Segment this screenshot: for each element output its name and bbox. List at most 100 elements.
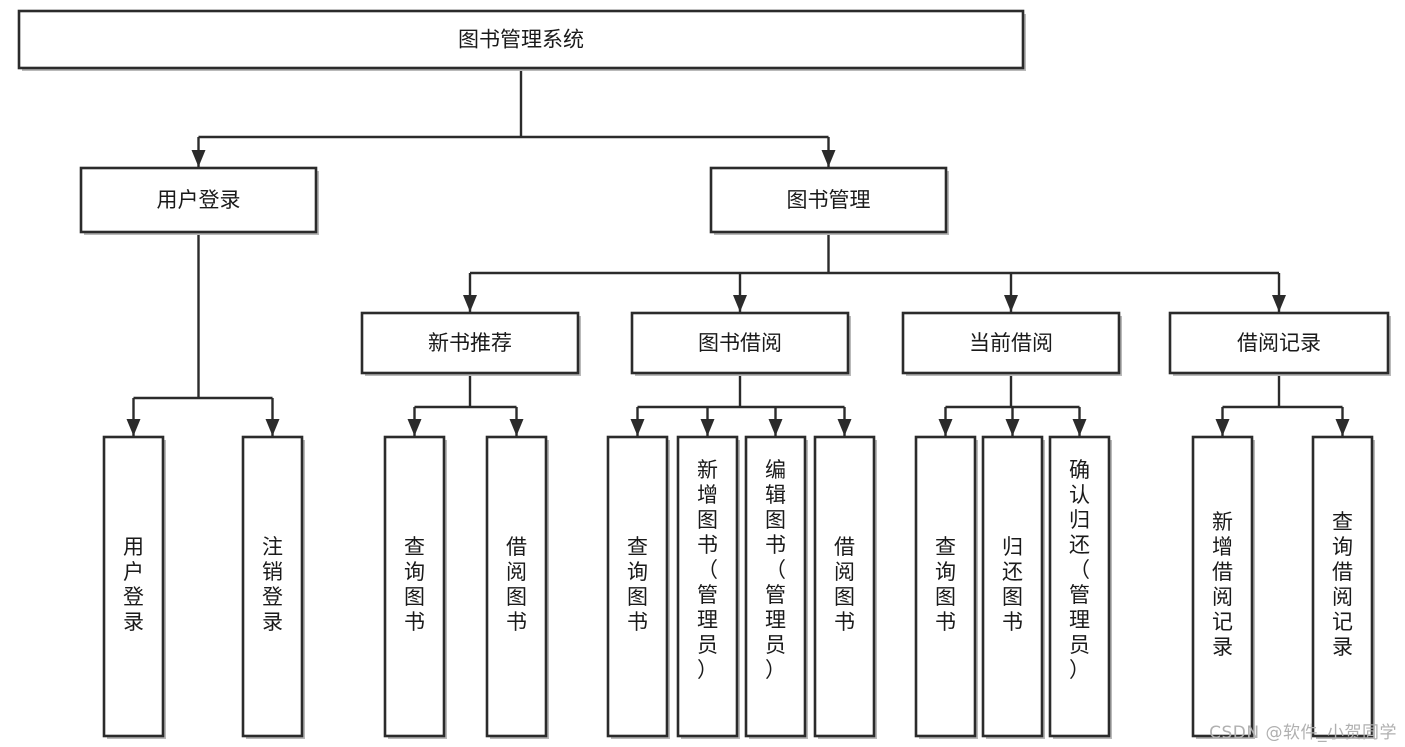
- node-rect[interactable]: [709, 166, 948, 234]
- arrow-head-icon: [1005, 419, 1020, 436]
- node-label-char: 书: [834, 610, 855, 634]
- node-label-char: 图: [404, 585, 425, 609]
- node-新书推荐[interactable]: 新书推荐: [360, 311, 581, 376]
- node-label-char: 记: [1212, 610, 1233, 634]
- node-rect[interactable]: [1048, 435, 1111, 738]
- node-label-char: 图: [765, 508, 786, 532]
- arrow-head-icon: [938, 419, 953, 436]
- arrow-head-icon: [733, 295, 747, 312]
- node-label: 当前借阅: [969, 331, 1053, 355]
- node-label-char: 图: [935, 585, 956, 609]
- node-rect[interactable]: [360, 311, 580, 375]
- arrow-head-icon: [463, 295, 477, 312]
- node-rect[interactable]: [744, 435, 807, 738]
- node-rect[interactable]: [901, 311, 1121, 375]
- node-rect[interactable]: [630, 311, 850, 375]
- node-label-char: 员: [1069, 633, 1090, 657]
- node-label-char: 编: [765, 458, 786, 482]
- node-用户登录-leaf[interactable]: 用户登录: [102, 435, 166, 739]
- node-图书借阅[interactable]: 图书借阅: [630, 311, 851, 376]
- arrow-head-icon: [1072, 419, 1087, 436]
- node-label-char: 管: [697, 583, 718, 607]
- arrow-head-icon: [126, 419, 141, 436]
- node-label-char: 增: [697, 483, 718, 507]
- node-借阅记录[interactable]: 借阅记录: [1168, 311, 1391, 376]
- node-label: 用户登录: [157, 188, 241, 212]
- node-label-char: 记: [1332, 610, 1353, 634]
- node-rect[interactable]: [676, 435, 739, 738]
- node-用户登录[interactable]: 用户登录: [79, 166, 319, 235]
- node-label-char: ）: [1069, 658, 1090, 682]
- node-label: 图书管理系统: [458, 28, 584, 52]
- node-rect[interactable]: [241, 435, 304, 738]
- node-label-char: 新: [1212, 510, 1233, 534]
- node-label-char: 书: [935, 610, 956, 634]
- node-label-char: 借: [506, 535, 527, 559]
- arrow-head-icon: [700, 419, 715, 436]
- node-rect[interactable]: [813, 435, 876, 738]
- node-rect[interactable]: [102, 435, 165, 738]
- arrow-head-icon: [1335, 419, 1350, 436]
- node-label-char: 阅: [1212, 585, 1233, 609]
- node-rect[interactable]: [1191, 435, 1254, 738]
- node-rect[interactable]: [79, 166, 318, 234]
- node-label-char: 图: [506, 585, 527, 609]
- arrow-head-icon: [407, 419, 422, 436]
- node-label-char: 登: [262, 585, 283, 609]
- node-图书管理[interactable]: 图书管理: [709, 166, 949, 235]
- node-label-char: 书: [1002, 610, 1023, 634]
- node-label-char: ）: [697, 658, 718, 682]
- node-label-char: 查: [935, 535, 956, 559]
- node-label: 借阅记录: [1237, 331, 1321, 355]
- arrow-head-icon: [1004, 295, 1018, 312]
- node-rect[interactable]: [606, 435, 669, 738]
- node-label-char: 阅: [1332, 585, 1353, 609]
- node-label-char: 图: [834, 585, 855, 609]
- node-label-char: 户: [123, 560, 144, 584]
- node-图书管理系统[interactable]: 图书管理系统: [17, 9, 1026, 71]
- node-rect[interactable]: [981, 435, 1044, 738]
- node-label-char: 员: [697, 633, 718, 657]
- node-label-char: 销: [262, 560, 283, 584]
- arrow-head-icon: [821, 150, 836, 167]
- node-label-char: 借: [1332, 560, 1353, 584]
- node-label: 图书管理: [787, 188, 871, 212]
- node-rect[interactable]: [1311, 435, 1374, 738]
- node-rect[interactable]: [17, 9, 1025, 70]
- node-rect[interactable]: [383, 435, 446, 738]
- node-label-char: 注: [262, 535, 283, 559]
- node-label-char: 图: [697, 508, 718, 532]
- node-label-char: 新: [697, 458, 718, 482]
- arrow-head-icon: [1272, 295, 1286, 312]
- node-label-char: 书: [404, 610, 425, 634]
- node-rect[interactable]: [914, 435, 977, 738]
- node-label-char: 借: [1212, 560, 1233, 584]
- node-label-char: 归: [1002, 535, 1023, 559]
- node-label-char: 图: [627, 585, 648, 609]
- node-label: 新书推荐: [428, 331, 512, 355]
- node-label-char: 认: [1069, 483, 1090, 507]
- arrow-head-icon: [630, 419, 645, 436]
- node-rect[interactable]: [485, 435, 548, 738]
- node-label-char: 理: [765, 608, 786, 632]
- arrow-head-icon: [265, 419, 280, 436]
- node-label-char: 书: [627, 610, 648, 634]
- node-当前借阅[interactable]: 当前借阅: [901, 311, 1122, 376]
- node-label-char: 管: [1069, 583, 1090, 607]
- node-label-char: 书: [506, 610, 527, 634]
- node-rect[interactable]: [1168, 311, 1390, 375]
